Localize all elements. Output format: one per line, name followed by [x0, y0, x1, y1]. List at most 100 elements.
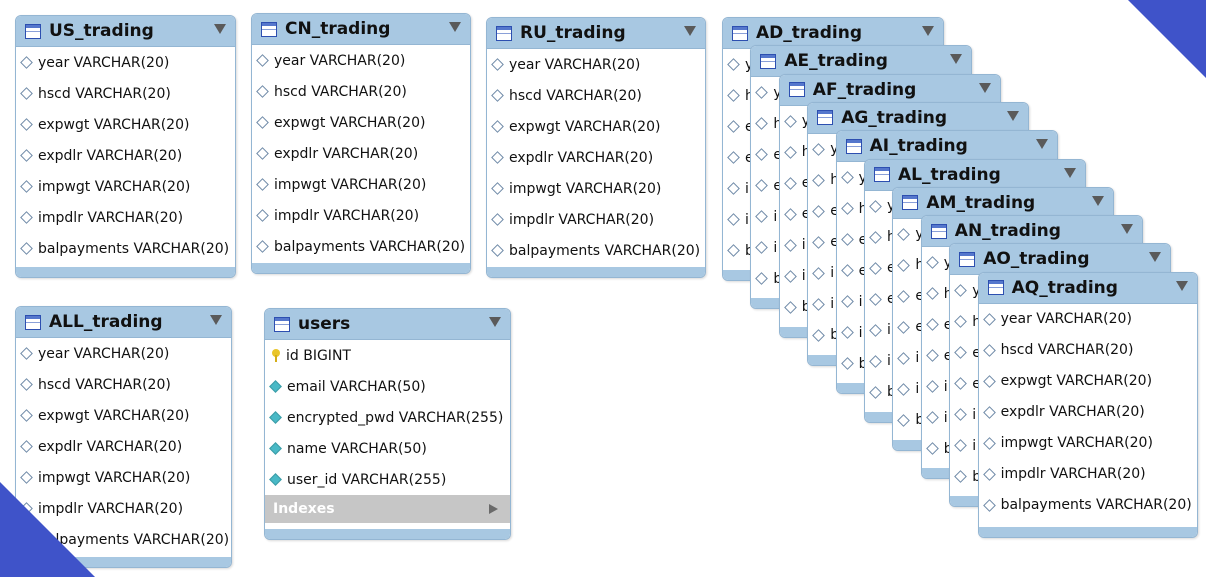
- column-row[interactable]: hscd VARCHAR(20): [16, 369, 231, 400]
- column-row[interactable]: i: [808, 258, 1028, 289]
- table-header[interactable]: RU_trading: [487, 18, 705, 49]
- collapse-arrow-icon[interactable]: [489, 317, 501, 327]
- column-row[interactable]: name VARCHAR(50): [265, 433, 510, 464]
- column-row[interactable]: e: [865, 253, 1085, 284]
- column-row[interactable]: expwgt VARCHAR(20): [16, 109, 235, 140]
- column-row[interactable]: h: [922, 278, 1142, 309]
- column-row[interactable]: email VARCHAR(50): [265, 371, 510, 402]
- column-row[interactable]: b: [780, 292, 1000, 323]
- column-row[interactable]: id BIGINT: [265, 340, 510, 371]
- table-header[interactable]: AI_trading: [836, 131, 1057, 163]
- column-row[interactable]: impdlr VARCHAR(20): [252, 200, 470, 231]
- collapse-arrow-icon[interactable]: [1092, 195, 1105, 206]
- table-header[interactable]: AF_trading: [779, 74, 1000, 106]
- column-row[interactable]: b: [723, 235, 943, 266]
- column-row[interactable]: expdlr VARCHAR(20): [16, 140, 235, 171]
- collapse-arrow-icon[interactable]: [684, 26, 696, 36]
- column-row[interactable]: i: [780, 261, 1000, 292]
- column-row[interactable]: e: [950, 337, 1170, 368]
- column-row[interactable]: expwgt VARCHAR(20): [979, 366, 1197, 397]
- column-row[interactable]: h: [837, 193, 1057, 224]
- column-row[interactable]: h: [808, 165, 1028, 196]
- collapse-arrow-icon[interactable]: [922, 26, 934, 36]
- column-row[interactable]: i: [837, 317, 1057, 348]
- column-row[interactable]: e: [751, 139, 971, 170]
- table-header[interactable]: AG_trading: [808, 102, 1029, 134]
- collapse-arrow-icon[interactable]: [210, 315, 222, 325]
- column-row[interactable]: b: [751, 263, 971, 294]
- column-row[interactable]: i: [865, 315, 1085, 346]
- column-row[interactable]: e: [922, 309, 1142, 340]
- column-row[interactable]: impwgt VARCHAR(20): [16, 171, 235, 202]
- column-row[interactable]: y: [922, 247, 1142, 278]
- column-row[interactable]: e: [837, 255, 1057, 286]
- table-header[interactable]: ALL_trading: [16, 307, 231, 338]
- column-row[interactable]: impwgt VARCHAR(20): [487, 173, 705, 204]
- column-row[interactable]: e: [751, 170, 971, 201]
- column-row[interactable]: h: [751, 108, 971, 139]
- column-row[interactable]: h: [950, 306, 1170, 337]
- column-row[interactable]: i: [780, 230, 1000, 261]
- column-row[interactable]: hscd VARCHAR(20): [979, 335, 1197, 366]
- column-row[interactable]: balpayments VARCHAR(20): [252, 231, 470, 262]
- column-row[interactable]: h: [723, 80, 943, 111]
- column-row[interactable]: year VARCHAR(20): [16, 338, 231, 369]
- column-row[interactable]: b: [865, 377, 1085, 408]
- column-row[interactable]: y: [837, 162, 1057, 193]
- column-row[interactable]: i: [950, 430, 1170, 461]
- column-row[interactable]: y: [780, 106, 1000, 137]
- column-row[interactable]: b: [837, 348, 1057, 379]
- column-row[interactable]: i: [808, 289, 1028, 320]
- column-row[interactable]: expwgt VARCHAR(20): [252, 107, 470, 138]
- column-row[interactable]: e: [780, 199, 1000, 230]
- column-row[interactable]: expdlr VARCHAR(20): [16, 431, 231, 462]
- column-row[interactable]: y: [808, 134, 1028, 165]
- column-row[interactable]: e: [723, 111, 943, 142]
- column-row[interactable]: user_id VARCHAR(255): [265, 464, 510, 495]
- column-row[interactable]: expdlr VARCHAR(20): [979, 397, 1197, 428]
- table-header[interactable]: AQ_trading: [978, 272, 1197, 304]
- column-row[interactable]: y: [950, 275, 1170, 306]
- column-row[interactable]: y: [893, 219, 1113, 250]
- column-row[interactable]: expwgt VARCHAR(20): [16, 400, 231, 431]
- column-row[interactable]: encrypted_pwd VARCHAR(255): [265, 402, 510, 433]
- column-row[interactable]: i: [922, 371, 1142, 402]
- column-row[interactable]: h: [893, 250, 1113, 281]
- column-row[interactable]: year VARCHAR(20): [252, 45, 470, 76]
- column-row[interactable]: impdlr VARCHAR(20): [16, 202, 235, 233]
- collapse-arrow-icon[interactable]: [449, 22, 461, 32]
- column-row[interactable]: e: [837, 224, 1057, 255]
- collapse-arrow-icon[interactable]: [1064, 167, 1076, 178]
- column-row[interactable]: y: [723, 49, 943, 80]
- table-header[interactable]: AN_trading: [921, 216, 1142, 248]
- column-row[interactable]: i: [950, 399, 1170, 430]
- column-row[interactable]: balpayments VARCHAR(20): [487, 235, 705, 266]
- column-row[interactable]: i: [893, 343, 1113, 374]
- column-row[interactable]: hscd VARCHAR(20): [487, 80, 705, 111]
- collapse-arrow-icon[interactable]: [214, 24, 226, 34]
- table-header[interactable]: users: [265, 309, 510, 340]
- column-row[interactable]: b: [922, 433, 1142, 464]
- column-row[interactable]: i: [865, 346, 1085, 377]
- collapse-arrow-icon[interactable]: [1120, 224, 1133, 235]
- column-row[interactable]: impdlr VARCHAR(20): [487, 204, 705, 235]
- column-row[interactable]: hscd VARCHAR(20): [16, 78, 235, 109]
- column-row[interactable]: e: [723, 142, 943, 173]
- column-row[interactable]: expdlr VARCHAR(20): [487, 142, 705, 173]
- column-row[interactable]: impwgt VARCHAR(20): [16, 462, 231, 493]
- expand-arrow-icon[interactable]: [489, 504, 498, 514]
- column-row[interactable]: e: [922, 340, 1142, 371]
- column-row[interactable]: year VARCHAR(20): [16, 47, 235, 78]
- column-row[interactable]: e: [865, 284, 1085, 315]
- collapse-arrow-icon[interactable]: [1007, 110, 1020, 121]
- table-header[interactable]: AO_trading: [950, 244, 1171, 276]
- column-row[interactable]: h: [780, 137, 1000, 168]
- column-row[interactable]: expwgt VARCHAR(20): [487, 111, 705, 142]
- column-row[interactable]: expdlr VARCHAR(20): [252, 138, 470, 169]
- column-row[interactable]: balpayments VARCHAR(20): [979, 490, 1197, 521]
- table-header[interactable]: AE_trading: [751, 46, 972, 78]
- column-row[interactable]: year VARCHAR(20): [487, 49, 705, 80]
